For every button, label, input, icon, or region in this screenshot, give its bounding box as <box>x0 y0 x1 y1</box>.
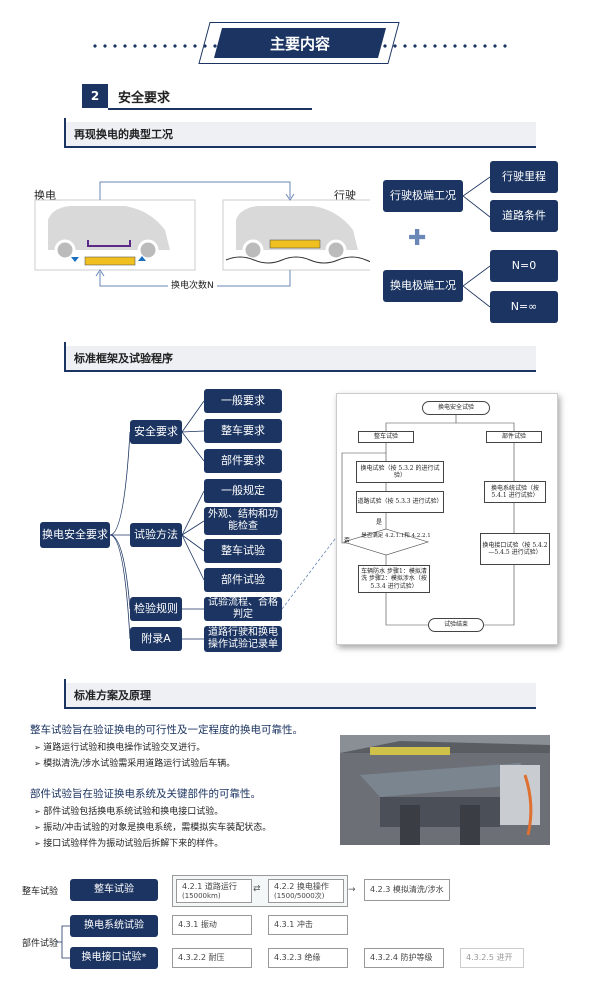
test-rig-photo <box>340 735 550 845</box>
component-bullet-2: 振动/冲击试验的对象是换电系统，需模拟实车装配状态。 <box>34 820 271 833</box>
ninf-box: N=∞ <box>490 291 558 323</box>
drive-label: 行驶 <box>334 189 356 202</box>
drive-extreme-box: 行驶极端工况 <box>383 180 463 212</box>
cat-inspection: 检验规则 <box>130 597 182 621</box>
flow-decision: 是否满足 4.2.1.1和 4.2.2.1 <box>361 533 431 539</box>
subsection-title-3: 标准方案及原理 <box>64 679 536 709</box>
cell-422: 4.2.2 换电操作(1500/5000次) <box>268 879 344 903</box>
plus-icon: ✚ <box>408 226 427 251</box>
interface-test-button: 换电接口试验* <box>70 947 158 969</box>
header-dots-right <box>380 44 510 48</box>
cat-safety: 安全要求 <box>130 420 182 444</box>
swap-drive-diagram <box>34 181 370 287</box>
row-vehicle-label: 整车试验 <box>22 887 59 897</box>
leaf-vehicle-req: 整车要求 <box>204 419 282 443</box>
mileage-box: 行驶里程 <box>490 161 558 193</box>
flow-no: 否 <box>344 537 351 544</box>
cell-421-title: 4.2.1 道路运行 <box>182 882 237 891</box>
flow-v2: 道路试验（按 5.3.3 进行试验） <box>356 491 444 513</box>
leaf-flow: 试验流程、合格判定 <box>204 597 282 621</box>
cat-method: 试验方法 <box>130 523 182 547</box>
flow-vehicle: 整车试验 <box>358 431 414 443</box>
s2-tree-connectors <box>110 400 339 640</box>
leaf-component-test: 部件试验 <box>204 568 282 592</box>
flow-end: 试验结束 <box>428 618 484 632</box>
flow-c2: 换电接口试验（按 5.4.2—5.4.5 进行试验） <box>480 533 550 565</box>
component-bullet-1: 部件试验包括换电系统试验和换电接口试验。 <box>34 804 223 817</box>
page-title: 主要内容 <box>269 34 330 53</box>
cell-4323: 4.3.2.3 绝缘 <box>268 948 348 968</box>
swap-extreme-box: 换电极端工况 <box>383 270 463 302</box>
subsection-title-2: 标准框架及试验程序 <box>64 342 536 372</box>
cell-422-title: 4.2.2 换电操作 <box>274 882 329 891</box>
leaf-record: 道路行驶和换电操作试验记录单 <box>204 626 282 652</box>
row-component-label: 部件试验 <box>22 939 59 949</box>
flowchart-lines <box>341 415 515 626</box>
cat-appendix: 附录A <box>130 627 182 651</box>
section-title: 安全要求 <box>118 90 171 106</box>
table-bracket <box>56 925 70 959</box>
cell-421-sub: (15000km) <box>182 891 221 900</box>
header-dots-left <box>90 44 220 48</box>
component-intro: 部件试验旨在验证换电系统及关键部件的可靠性。 <box>30 788 261 800</box>
section-number: 2 <box>82 84 108 108</box>
leaf-vehicle-test: 整车试验 <box>204 539 282 563</box>
n0-box: N=0 <box>490 250 558 282</box>
vehicle-intro: 整车试验旨在验证换电的可行性及一定程度的换电可靠性。 <box>30 724 303 736</box>
subsection-title-1: 再现换电的典型工况 <box>64 118 536 148</box>
leaf-inspection: 外观、结构和功能检查 <box>204 507 282 535</box>
flow-yes: 是 <box>376 519 383 526</box>
component-bullet-3: 接口试验样件为振动试验后拆解下来的样件。 <box>34 836 223 849</box>
road-box: 道路条件 <box>490 200 558 232</box>
leaf-component-req: 部件要求 <box>204 449 282 473</box>
flow-v1: 换电试验（按 5.3.2 的进行试验） <box>356 461 444 483</box>
leaf-general-rule: 一般规定 <box>204 479 282 503</box>
vehicle-test-button: 整车试验 <box>70 879 158 901</box>
cell-4322: 4.3.2.2 耐压 <box>172 948 252 968</box>
root-box: 换电安全要求 <box>40 522 110 548</box>
flow-component: 部件试验 <box>486 431 542 443</box>
vehicle-bullet-2: 模拟清洗/涉水试验需采用道路运行试验后车辆。 <box>34 756 235 769</box>
cell-421: 4.2.1 道路运行(15000km) <box>176 879 252 903</box>
swap-label: 换电 <box>34 189 56 202</box>
cell-431-shock: 4.3.1 冲击 <box>268 915 348 935</box>
section-underline <box>108 108 312 110</box>
cell-423: 4.2.3 模拟清洗/涉水 <box>364 879 450 901</box>
flow-start: 换电安全试验 <box>422 401 490 415</box>
swap-count-label: 换电次数N <box>168 278 217 291</box>
s1-connectors <box>463 176 491 308</box>
system-test-button: 换电系统试验 <box>70 915 158 937</box>
leaf-general-req: 一般要求 <box>204 389 282 413</box>
cell-431-vibration: 4.3.1 振动 <box>172 915 252 935</box>
arrow-right-icon: → <box>348 885 356 895</box>
flow-c1: 换电系统试验（按 5.4.1 进行试验） <box>484 481 546 503</box>
swap-arrows-icon: ⇄ <box>253 884 261 894</box>
cell-422-sub: (1500/5000次) <box>274 891 325 900</box>
cell-4325: 4.3.2.5 进开 <box>460 948 524 968</box>
vehicle-bullet-1: 道路运行试验和换电操作试验交叉进行。 <box>34 740 205 753</box>
cell-4324: 4.3.2.4 防护等级 <box>364 948 444 968</box>
flow-v3: 车辆防水 步骤1：模拟清洗 步骤2：模拟涉水（按 5.3.4 进行试验） <box>358 565 430 593</box>
